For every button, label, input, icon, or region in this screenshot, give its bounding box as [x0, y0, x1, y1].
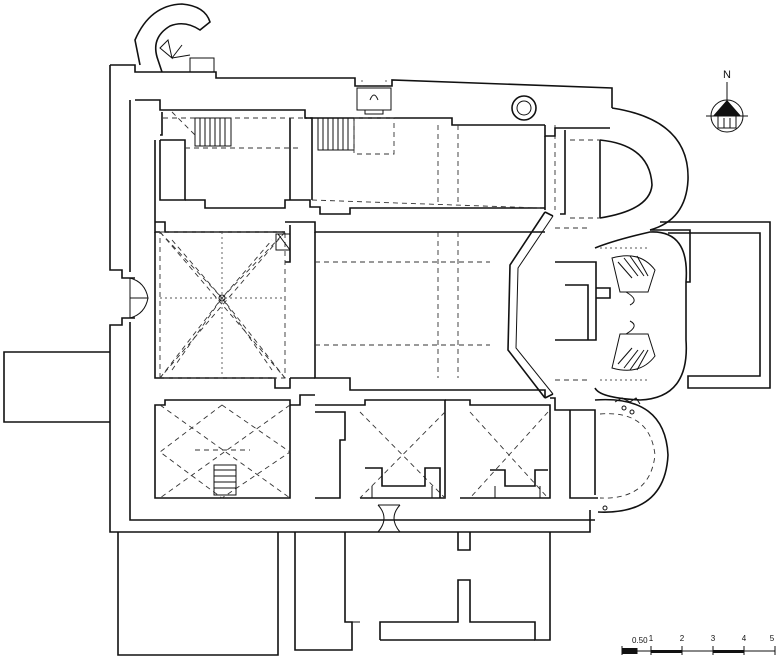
north-niche [356, 80, 392, 115]
outer-walls [109, 64, 613, 533]
scale-label-2: 2 [680, 634, 685, 643]
round-tower-north [511, 95, 537, 121]
scale-label-3: 3 [711, 634, 716, 643]
south-buttresses [117, 532, 551, 656]
south-rooms [154, 394, 598, 499]
north-range [159, 111, 610, 215]
scale-label-1: 1 [649, 634, 654, 643]
east-chapel [555, 221, 771, 401]
west-vaulted-hall [154, 221, 291, 389]
south-gate [377, 504, 401, 533]
stairs-north-west [171, 111, 232, 147]
east-apse [544, 107, 689, 231]
west-entrance [129, 277, 149, 319]
main-hall [285, 211, 590, 399]
north-arrow: N [706, 69, 748, 133]
scale-label-4: 4 [742, 634, 747, 643]
north-label: N [723, 69, 731, 81]
scale-label-5: 5 [770, 634, 775, 643]
west-wing [3, 351, 110, 423]
stairs-north-center [317, 117, 395, 155]
scale-label-050: 0.50 [632, 636, 648, 645]
scale-bar: 0.50 1 2 3 4 5 [621, 634, 776, 655]
stair-turret-nw [134, 3, 215, 73]
southeast-tower [594, 397, 669, 513]
